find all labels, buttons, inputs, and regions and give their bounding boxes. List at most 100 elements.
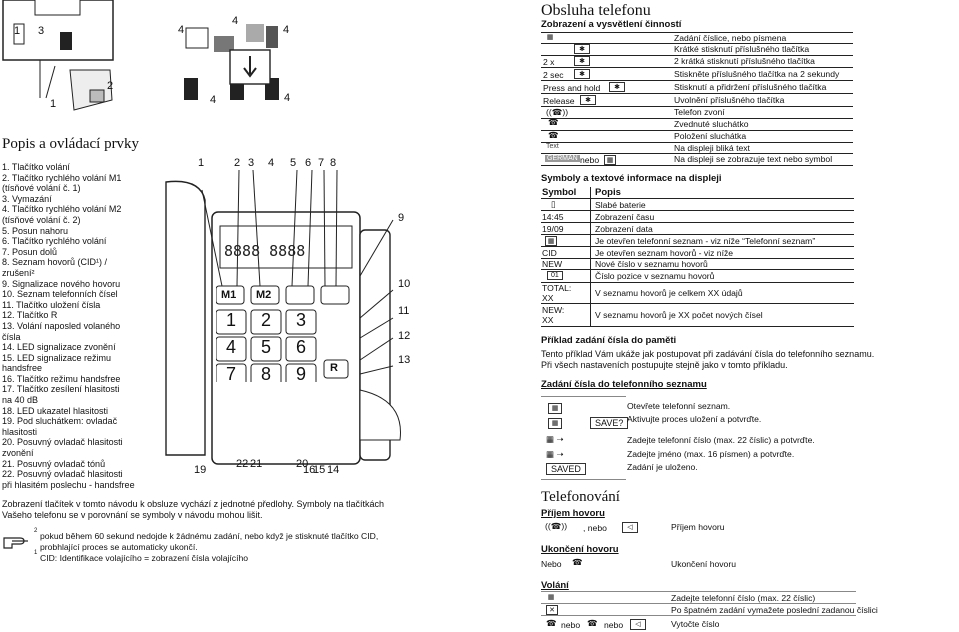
list-item: 1. Tlačítko volání: [2, 162, 70, 172]
list-item: 9. Signalizace nového hovoru: [2, 278, 121, 289]
actions-subtitle: Zobrazení a vysvětlení činností: [541, 19, 682, 30]
callout-number: 1: [198, 157, 205, 169]
key-label: 8: [261, 364, 272, 384]
callout-number: 4: [268, 157, 275, 169]
list-item: 6. Tlačítko rychlého volání: [2, 236, 107, 247]
callout-number: 5: [290, 157, 297, 169]
phonebook-icon: ▦: [545, 236, 557, 246]
handset-up-icon: ☎: [546, 618, 557, 628]
footnote-sup: 2: [34, 528, 38, 534]
symbols-title: Symboly a textové informace na displeji: [541, 173, 722, 184]
entry-step: Aktivujte proces uložení a potvrďte.: [627, 414, 762, 424]
keypad-icon: ▦ ➝: [546, 449, 564, 459]
key-press-icon: ✱: [580, 95, 596, 105]
feature-list: 1. Tlačítko volání 2. Tlačítko rychlého …: [2, 162, 135, 490]
symbol-desc: V seznamu hovorů je celkem XX údajů: [595, 288, 743, 298]
clear-key-icon: ✕: [546, 605, 558, 615]
list-item: (tísňové volání č. 1): [2, 183, 81, 194]
ringing-phone-icon: ((☎)): [546, 107, 569, 117]
end-title: Ukončení hovoru: [541, 544, 619, 555]
list-item: 5. Posun nahoru: [2, 225, 69, 236]
callout-number: 2: [234, 157, 241, 169]
illus-num: 1: [50, 98, 57, 110]
callout-number: 3: [248, 157, 255, 169]
section-title-controls: Popis a ovládací prvky: [2, 136, 140, 152]
keypad-digit-icon: ▦: [545, 33, 555, 41]
ringing-phone-icon: ((☎)): [545, 521, 568, 531]
action-desc: Krátké stisknutí příslušného tlačítka: [674, 44, 810, 54]
receive-desc: Příjem hovoru: [671, 522, 725, 532]
keypad-icon: ▦ ➝: [546, 434, 564, 444]
blinking-text-icon: Text: [546, 143, 559, 150]
phonebook-icon: ▦: [548, 418, 562, 429]
footnote-line: pokud během 60 sekund nedojde k žádnému …: [40, 531, 379, 541]
key-label: 6: [296, 337, 307, 357]
list-item: 12. Tlačítko R: [2, 310, 58, 321]
handsfree-key-icon: ◁: [622, 522, 638, 533]
key-label: 4: [226, 337, 237, 357]
symbols-col-symbol: Symbol: [542, 187, 577, 198]
symbol-code: NEW: XX: [542, 305, 565, 325]
action-desc: Stiskněte příslušného tlačítka na 2 seku…: [674, 69, 840, 79]
action-left: Press and hold: [543, 83, 601, 93]
symbol-code: 19/09: [542, 224, 564, 234]
action-left: Release: [543, 96, 575, 106]
key-label: 7: [226, 364, 237, 384]
list-item: 16. Tlačítko režimu handsfree: [2, 373, 121, 384]
dial-nebo: nebo: [561, 620, 581, 630]
illus-num: 4: [210, 94, 217, 106]
end-left: Nebo: [541, 559, 562, 569]
illus-num: 1: [14, 25, 21, 37]
footnote-sup: 1: [34, 550, 38, 556]
entry-step: Zadání je uloženo.: [627, 462, 698, 472]
entry-title: Zadání čísla do telefonního seznamu: [541, 379, 707, 390]
list-item: 13. Volání naposled volaného: [2, 320, 121, 331]
list-item: při hlasitém poslechu - handsfree: [2, 479, 135, 490]
key-press-icon: ✱: [574, 44, 590, 54]
callout-number: 12: [398, 330, 411, 342]
symbol-desc: Je otevřen seznam hovorů - viz níže: [595, 248, 734, 258]
action-left: nebo: [580, 155, 600, 165]
key-label: R: [330, 362, 338, 374]
symbol-desc: V seznamu hovorů je XX počet nových číse…: [595, 310, 763, 320]
list-item: zvonění: [2, 448, 34, 459]
entry-step: Zadejte telefonní číslo (max. 22 číslic)…: [627, 435, 815, 445]
handset-down-icon: ☎: [548, 130, 559, 140]
action-left: 2 x: [543, 57, 555, 67]
dial-nebo: nebo: [604, 620, 624, 630]
action-desc: Na displeji bliká text: [674, 143, 750, 153]
dial-title: Volání: [541, 580, 569, 591]
key-label: M2: [256, 289, 272, 301]
illus-num: 4: [178, 24, 185, 36]
callout-number: 16: [303, 464, 316, 476]
symbol-code: 14:45: [542, 212, 564, 222]
action-desc: Položení sluchátka: [674, 131, 747, 141]
callout-number: 10: [398, 278, 411, 290]
receive-title: Příjem hovoru: [541, 508, 605, 519]
dial-step: Vytočte číslo: [671, 619, 720, 629]
example-text: Při všech nastaveních postupujte stejně …: [541, 360, 788, 370]
page-title: Obsluha telefonu: [541, 2, 651, 19]
callout-number: 6: [305, 157, 312, 169]
action-desc: Uvolnění příslušného tlačítka: [674, 95, 785, 105]
symbol-desc: Číslo pozice v seznamu hovorů: [595, 271, 715, 281]
handset-up-icon: ☎: [587, 618, 598, 628]
action-desc: 2 krátká stisknutí příslušného tlačítka: [674, 56, 815, 66]
symbol-code: TOTAL: XX: [542, 283, 572, 303]
list-item: 14. LED signalizace zvonění: [2, 342, 116, 353]
action-desc: Telefon zvoní: [674, 107, 725, 117]
symbol-desc: Zobrazení času: [595, 212, 655, 222]
list-item: 4. Tlačítko rychlého volání M2: [2, 204, 122, 215]
callout-number: 8: [330, 157, 337, 169]
handset-down-icon: ☎: [572, 557, 583, 567]
calling-title: Telefonování: [541, 489, 620, 505]
key-label: 5: [261, 337, 272, 357]
symbol-desc: Slabé baterie: [595, 200, 646, 210]
illus-num: 2: [107, 80, 114, 92]
callout-number: 21: [250, 458, 263, 470]
list-item: 8. Seznam hovorů (CID¹) /: [2, 257, 108, 268]
list-item: zrušení²: [2, 267, 35, 278]
callout-number: 7: [318, 157, 325, 169]
action-desc: Zadání číslice, nebo písmena: [674, 33, 787, 43]
keypad-digit-icon: ▦: [546, 593, 556, 601]
